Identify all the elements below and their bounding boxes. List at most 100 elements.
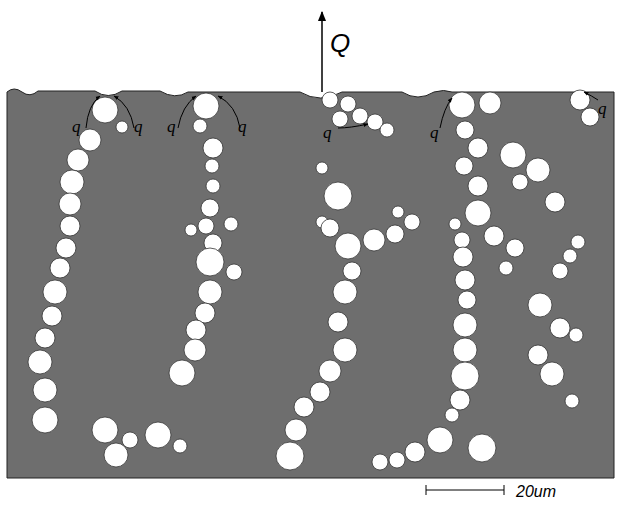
pore [224, 217, 238, 231]
pore [169, 360, 195, 386]
pore [335, 233, 361, 259]
pore [468, 138, 488, 158]
pore [449, 92, 475, 118]
pore [454, 232, 470, 248]
pore [60, 170, 84, 194]
pore [116, 121, 128, 133]
pore [59, 193, 81, 215]
pore [453, 247, 473, 267]
pore [316, 162, 328, 174]
pore [563, 249, 577, 263]
pore [512, 174, 528, 190]
pore [285, 419, 307, 441]
flux-label: q [167, 118, 176, 135]
pore [392, 206, 404, 218]
pore [206, 179, 220, 193]
pore [528, 293, 552, 317]
pore [122, 432, 138, 448]
pore [427, 427, 453, 453]
pore [60, 216, 80, 236]
pore [479, 92, 501, 114]
pore [79, 129, 101, 151]
pore [453, 338, 477, 362]
pore [528, 345, 548, 365]
flux-label: q [72, 118, 81, 135]
pore [445, 408, 459, 422]
pore [185, 224, 197, 236]
pore [205, 159, 219, 173]
pore [322, 92, 338, 108]
pore [294, 397, 314, 417]
flux-label: q [430, 124, 439, 141]
pore [104, 443, 128, 467]
pore [569, 328, 583, 342]
pore [173, 439, 187, 453]
pore [545, 192, 565, 212]
pore [340, 96, 356, 112]
pore [458, 291, 476, 309]
pore [404, 214, 420, 230]
flux-label: q [323, 124, 332, 141]
flux-label: q [598, 100, 607, 117]
pore [526, 158, 550, 182]
pore [455, 270, 475, 290]
pore [565, 394, 579, 408]
pore [465, 200, 491, 226]
pore [484, 226, 504, 246]
pore [67, 149, 89, 171]
pore [92, 97, 118, 123]
pore [540, 362, 564, 386]
pore [50, 258, 70, 278]
pore [319, 360, 341, 382]
pore [186, 320, 206, 340]
scale-label: 20um [516, 484, 556, 500]
pore [28, 350, 52, 374]
pore [550, 318, 570, 338]
pore [310, 382, 330, 402]
pore [328, 312, 348, 332]
pore [226, 264, 242, 280]
pore [405, 442, 425, 462]
pore [455, 157, 473, 175]
pore [196, 248, 224, 276]
pore [499, 261, 513, 275]
pore [386, 225, 404, 243]
pore [198, 218, 214, 234]
pore [332, 111, 348, 127]
pore [333, 280, 357, 304]
pore [203, 138, 223, 158]
pore-chains [28, 90, 599, 470]
pore [92, 417, 118, 443]
pore [33, 378, 57, 402]
pore [451, 362, 479, 390]
pore [380, 123, 394, 137]
pore [333, 338, 357, 362]
pore [324, 182, 352, 210]
pore [581, 108, 599, 126]
flux-label: q [134, 118, 143, 135]
pore [193, 119, 207, 133]
pore [193, 93, 219, 119]
flux-label: Q [330, 30, 350, 56]
heat-flow-arrows [86, 12, 598, 495]
pore [449, 218, 461, 230]
pore [506, 239, 524, 257]
pore [450, 390, 470, 410]
pore [276, 442, 304, 470]
pore [184, 339, 206, 361]
pore [343, 262, 361, 280]
pore [32, 407, 58, 433]
pore [456, 121, 474, 139]
pore [372, 454, 388, 470]
pore [500, 142, 526, 168]
pore [201, 199, 219, 217]
pore [389, 452, 405, 468]
pore [552, 263, 568, 279]
pore [363, 229, 385, 251]
flux-label: q [238, 118, 247, 135]
pore [35, 328, 55, 348]
pore [43, 280, 67, 304]
pore [42, 306, 62, 326]
pore [571, 235, 585, 249]
